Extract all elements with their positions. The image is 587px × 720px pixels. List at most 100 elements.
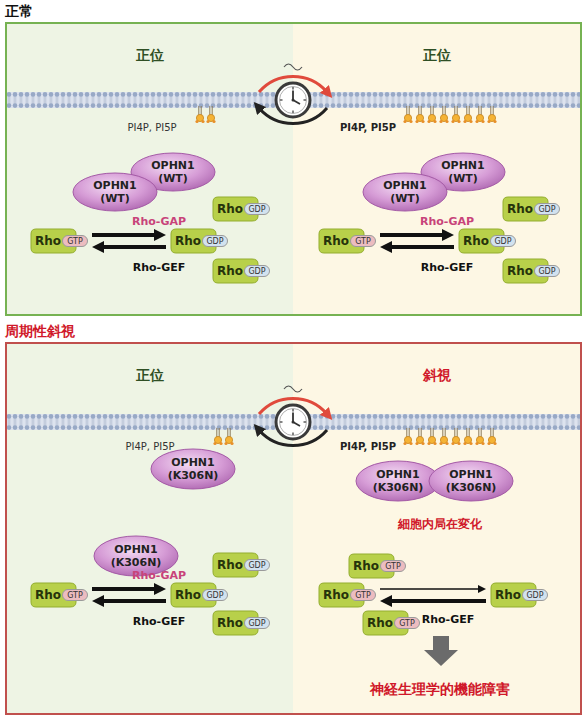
- nucleotide-tag: GTP: [350, 235, 376, 247]
- clock-tick: [304, 99, 307, 100]
- rho-label: Rho: [35, 588, 61, 602]
- rho-gtpase: RhoGDP: [170, 582, 228, 608]
- consequence-arrow: [424, 636, 458, 666]
- rho-label: Rho: [217, 202, 243, 216]
- rho-gtpase: RhoGDP: [490, 582, 548, 608]
- phosphoinositide: [403, 428, 412, 445]
- phosphoinositide: [475, 428, 484, 445]
- protein-ellipse: [151, 449, 235, 489]
- rho-gtpase: RhoGTP: [318, 582, 376, 608]
- circadian-clock: [259, 64, 327, 124]
- rho-label: Rho: [507, 264, 533, 278]
- protein-ellipse: [429, 461, 513, 501]
- reaction-arrow: [101, 599, 166, 603]
- phosphoinositide: [451, 106, 460, 123]
- rho-gtpase: RhoGDP: [458, 228, 516, 254]
- phosphoinositide: [213, 428, 222, 445]
- rho-gtpase: RhoGTP: [30, 582, 88, 608]
- state-label: 斜視: [293, 366, 580, 384]
- protein-ellipse: [73, 173, 157, 211]
- condition-panel: 正位OPHN1 (K306N)OPHN1 (K306N)RhoGDPRhoGTP…: [7, 344, 293, 713]
- rho-label: Rho: [35, 234, 61, 248]
- rho-label: Rho: [495, 588, 521, 602]
- cycle-arrow: [259, 76, 327, 92]
- protein-label: OPHN1 (WT): [144, 159, 202, 185]
- phosphoinositide: [463, 428, 472, 445]
- nucleotide-tag: GTP: [350, 589, 376, 601]
- nucleotide-tag: GDP: [244, 617, 270, 629]
- rhythm-wave: [284, 64, 302, 70]
- phosphoinositide: [439, 428, 448, 445]
- rho-gtpase: RhoGTP: [362, 610, 420, 636]
- clock-face: [276, 83, 310, 117]
- phosphoinositide: [403, 106, 412, 123]
- phosphoinositide: [463, 106, 472, 123]
- phosphoinositide: [415, 106, 424, 123]
- nucleotide-tag: GDP: [244, 559, 270, 571]
- clock-face: [276, 405, 310, 439]
- protein-label: OPHN1 (WT): [86, 179, 144, 205]
- rho-gtpase: RhoGDP: [212, 258, 270, 284]
- protein-ellipse: [363, 173, 447, 211]
- reaction-arrow: [380, 233, 445, 237]
- nucleotide-tag: GTP: [62, 235, 88, 247]
- phosphoinositide: [487, 428, 496, 445]
- section-title: 正常: [5, 2, 33, 20]
- nucleotide-tag: GDP: [244, 265, 270, 277]
- clock-tick: [292, 87, 293, 90]
- phosphoinositide: [475, 106, 484, 123]
- clock-rim: [280, 87, 307, 114]
- rho-gtpase: RhoGTP: [348, 553, 406, 579]
- clock-rim: [280, 409, 307, 436]
- reaction-arrow: [389, 599, 486, 603]
- phosphoinositide: [427, 428, 436, 445]
- section-frame: 正常正位OPHN1 (WT)OPHN1 (WT)RhoGDPRhoGTPRhoG…: [5, 22, 582, 316]
- nucleotide-tag: GTP: [380, 560, 406, 572]
- reaction-arrow: [101, 245, 166, 249]
- reaction-arrow: [92, 233, 157, 237]
- state-label: 正位: [7, 366, 293, 384]
- ophn1-protein: OPHN1 (K306N): [428, 460, 514, 502]
- protein-label: OPHN1 (K306N): [442, 468, 500, 494]
- cycle-arrow: [259, 108, 327, 124]
- rho-gtpase: RhoGDP: [502, 258, 560, 284]
- rho-gtpase: RhoGDP: [212, 552, 270, 578]
- cycle-arrow: [259, 398, 327, 414]
- clock-tick: [292, 433, 293, 436]
- rho-label: Rho: [217, 616, 243, 630]
- membrane-band: [7, 414, 580, 430]
- clock-tick: [292, 111, 293, 114]
- rho-label: Rho: [323, 588, 349, 602]
- cycle-arrow: [259, 430, 327, 446]
- protein-label: OPHN1 (K306N): [164, 456, 222, 482]
- rho-label: Rho: [367, 616, 393, 630]
- rho-label: Rho: [175, 588, 201, 602]
- protein-ellipse: [356, 461, 440, 501]
- rho-gtpase: RhoGTP: [318, 228, 376, 254]
- clock-hand: [293, 422, 300, 426]
- protein-label: OPHN1 (K306N): [369, 468, 427, 494]
- rho-label: Rho: [463, 234, 489, 248]
- clock-hand: [292, 413, 294, 423]
- condition-panel: 正位OPHN1 (WT)OPHN1 (WT)RhoGDPRhoGTPRhoGDP…: [7, 24, 293, 314]
- nucleotide-tag: GDP: [534, 203, 560, 215]
- cell-membrane: [7, 92, 580, 108]
- rho-gtpase: RhoGDP: [502, 196, 560, 222]
- rho-label: Rho: [217, 558, 243, 572]
- ophn1-protein: OPHN1 (WT): [72, 172, 158, 212]
- section-title: 周期性斜視: [5, 322, 75, 340]
- nucleotide-tag: GTP: [62, 589, 88, 601]
- phosphoinositide: [415, 428, 424, 445]
- nucleotide-tag: GDP: [490, 235, 516, 247]
- protein-label: OPHN1 (WT): [434, 159, 492, 185]
- rho-gtpase: RhoGDP: [212, 196, 270, 222]
- phosphoinositide: [206, 106, 215, 123]
- rho-label: Rho: [217, 264, 243, 278]
- ophn1-protein: OPHN1 (K306N): [93, 535, 179, 577]
- clock-tick: [280, 99, 283, 100]
- phosphoinositide: [487, 106, 496, 123]
- rho-label: Rho: [175, 234, 201, 248]
- rhythm-wave: [284, 386, 302, 392]
